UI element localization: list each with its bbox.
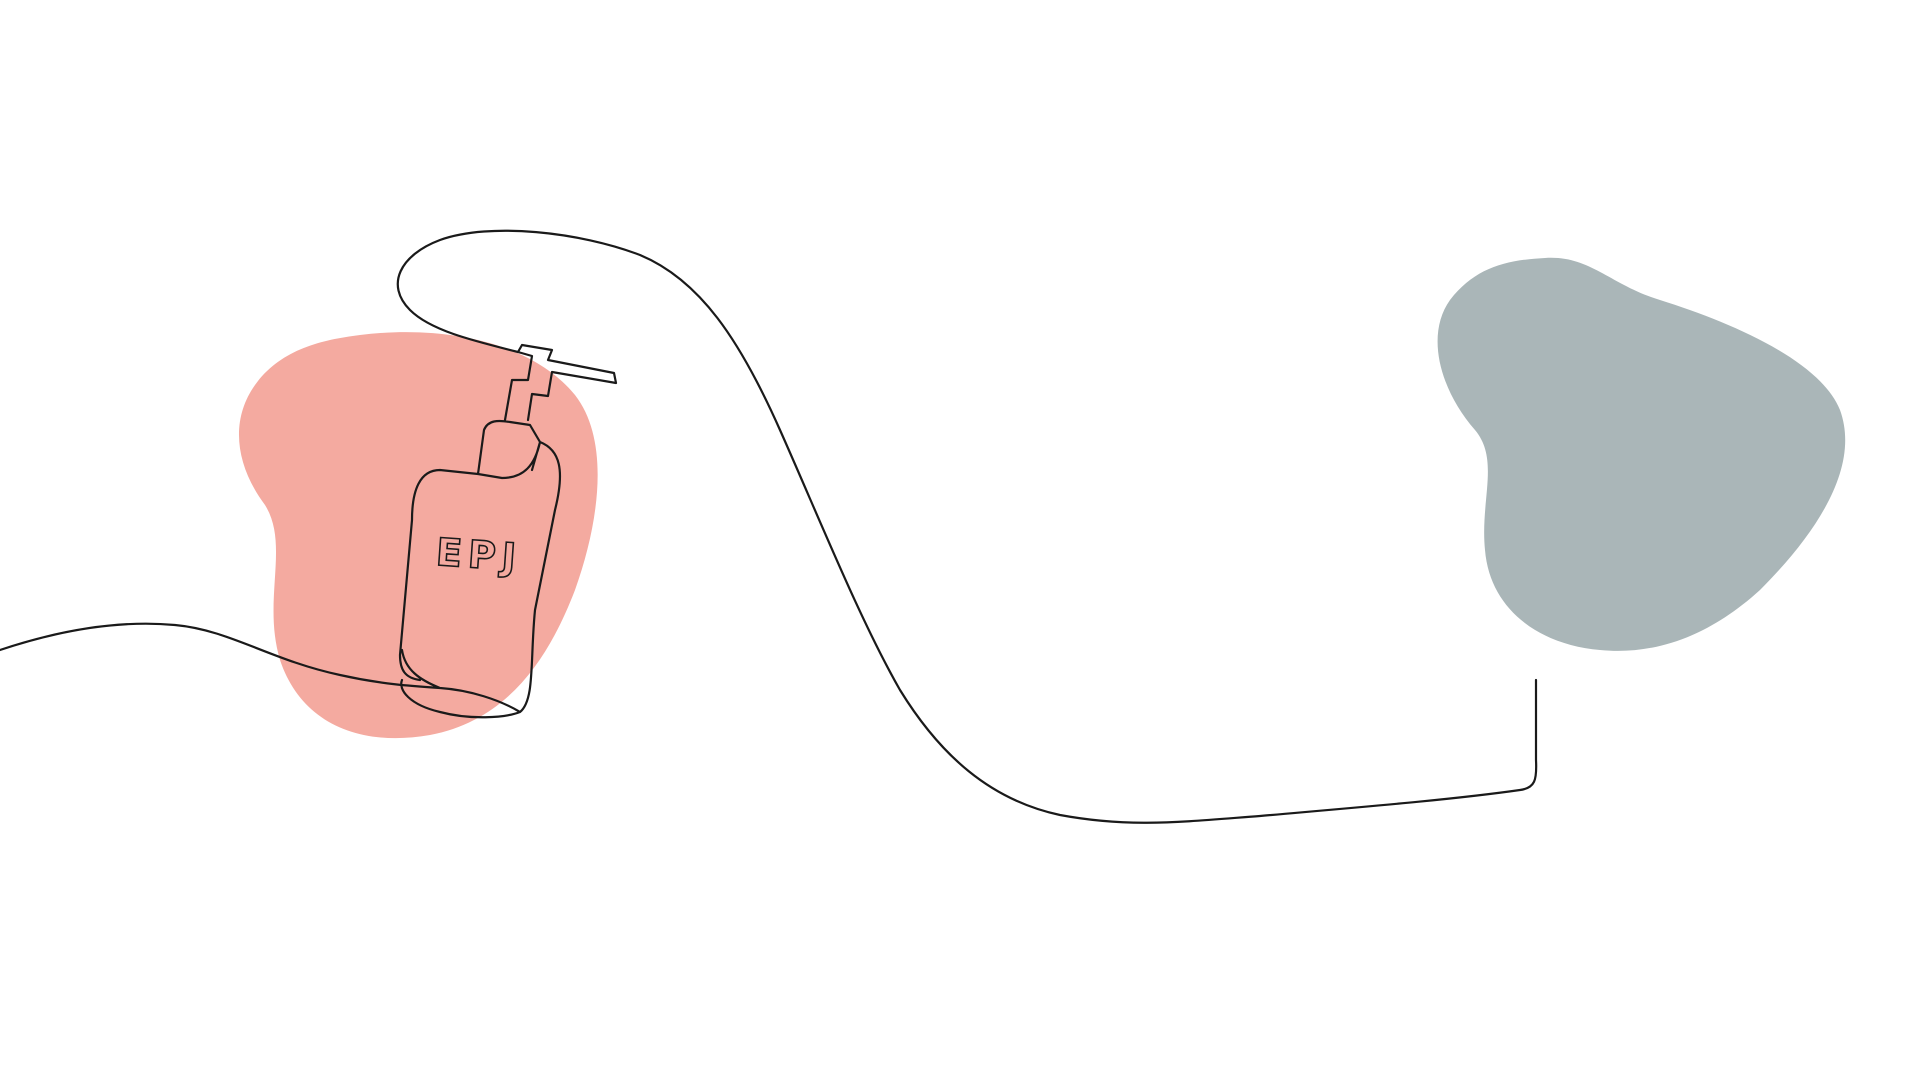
coral-blob: [238, 332, 598, 739]
bottle-label: EPJ: [435, 530, 524, 580]
continuous-line: [0, 229, 1538, 824]
gray-blob: [1437, 257, 1846, 651]
